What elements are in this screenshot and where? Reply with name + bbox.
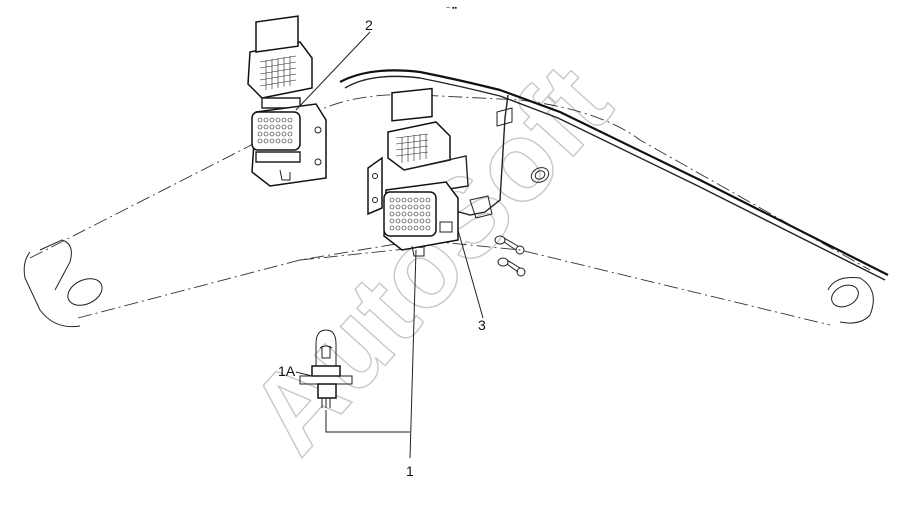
- halogen-bulb: [299, 329, 353, 408]
- fasteners: [494, 235, 526, 277]
- work-light-left: [247, 15, 327, 187]
- callout-part-2: 2: [365, 17, 373, 33]
- leader-lines: [295, 31, 484, 459]
- callout-part-1: 1: [406, 463, 414, 479]
- callout-part-3: 3: [478, 317, 486, 333]
- top-mark: ~ ▪▪: [446, 5, 458, 12]
- callout-part-1a: 1A: [278, 363, 296, 379]
- work-light-right: [367, 87, 469, 257]
